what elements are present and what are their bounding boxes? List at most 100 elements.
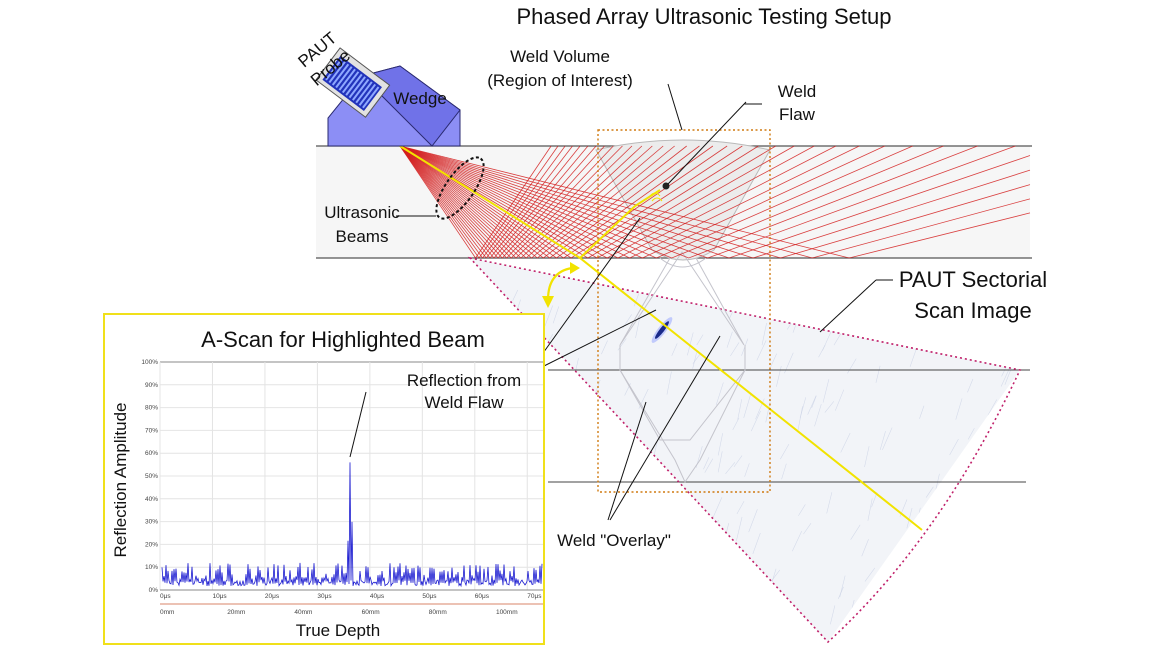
scan-noise [822, 379, 830, 403]
ascan-depth-tick: 60mm [362, 609, 380, 616]
scan-noise [572, 494, 579, 515]
ascan-signal [161, 462, 543, 588]
ascan-annotation-line1: Reflection from [407, 371, 521, 390]
scan-noise [864, 567, 876, 582]
scan-noise [1001, 538, 1007, 553]
scan-noise [604, 607, 611, 629]
scan-noise [574, 574, 582, 592]
scan-noise [575, 610, 582, 634]
scan-noise [850, 524, 861, 540]
reflection-leader-a [527, 217, 641, 375]
weld-flaw-label-line2: Flaw [779, 105, 816, 124]
probe-element [355, 81, 373, 104]
scan-noise [725, 462, 736, 474]
scan-noise [970, 467, 976, 480]
scan-noise [880, 599, 886, 622]
paut-probe [315, 47, 391, 118]
beam-link-arrow-head-down [542, 296, 554, 308]
ascan-y-tick: 100% [141, 359, 158, 366]
scan-noise [552, 306, 560, 324]
scan-noise [1004, 367, 1012, 385]
scan-noise [811, 395, 817, 408]
scan-noise [846, 302, 854, 320]
ascan-y-tick: 50% [145, 473, 158, 480]
scan-noise [864, 446, 870, 468]
scan-noise [604, 452, 614, 471]
scan-noise [932, 530, 941, 548]
scan-noise [624, 597, 633, 621]
scan-noise [823, 297, 834, 316]
ascan-time-tick: 40μs [370, 593, 385, 600]
scan-noise [692, 352, 697, 369]
ascan-y-tick: 60% [145, 450, 158, 457]
scan-noise [703, 457, 710, 470]
weld-bevel [595, 139, 771, 261]
scan-noise [545, 393, 556, 408]
scan-noise [875, 365, 881, 383]
scan-noise [933, 628, 943, 642]
scan-noise [985, 479, 995, 500]
scan-noise [711, 497, 723, 520]
scan-noise [945, 583, 956, 605]
scan-noise [633, 293, 640, 307]
scan-noise [682, 279, 691, 294]
scan-noise [681, 594, 691, 618]
scan-noise [1008, 480, 1015, 496]
scan-noise [761, 322, 767, 346]
scan-noise [765, 610, 771, 626]
flaw-leader [667, 101, 747, 185]
scan-noise [746, 261, 753, 279]
scan-noise [819, 280, 827, 292]
scan-noise [611, 425, 617, 443]
probe-element [325, 58, 343, 81]
ascan-time-tick: 70μs [527, 593, 542, 600]
scan-noise [867, 498, 873, 521]
sectorial-label-line2: Scan Image [914, 298, 1031, 323]
scan-noise [717, 433, 723, 456]
scan-noise [837, 274, 846, 289]
scan-noise [581, 453, 589, 464]
scan-noise [1017, 378, 1020, 402]
scan-noise [737, 628, 748, 641]
scan-noise [632, 482, 640, 500]
scan-noise [548, 353, 557, 374]
scan-noise [546, 346, 556, 359]
ascan-y-tick: 40% [145, 496, 158, 503]
scan-noise [882, 427, 893, 450]
scan-noise [601, 340, 608, 355]
scan-noise [597, 610, 604, 627]
scan-noise [621, 620, 630, 633]
ascan-depth-tick: 80mm [429, 609, 447, 616]
scan-noise [624, 466, 630, 487]
scan-noise [748, 509, 758, 533]
highlighted-beam-reflection [579, 189, 661, 259]
scan-noise [1019, 416, 1020, 439]
scan-noise [725, 581, 734, 599]
weld-flaw-label-line1: Weld [778, 82, 816, 101]
weld-overlay-cap [659, 257, 707, 268]
scan-noise [710, 261, 716, 285]
scan-noise [967, 378, 974, 393]
scan-noise [704, 458, 714, 473]
scan-noise [603, 589, 611, 603]
diagram-title: Phased Array Ultrasonic Testing Setup [516, 4, 891, 29]
scan-noise [880, 298, 886, 321]
scan-noise [564, 262, 570, 273]
ascan-y-tick: 30% [145, 519, 158, 526]
scan-noise [803, 293, 812, 315]
scan-noise [704, 283, 713, 303]
scan-noise [879, 431, 886, 451]
scan-noise [963, 474, 969, 496]
scan-noise [937, 530, 947, 550]
scan-noise [807, 395, 817, 415]
scan-noise [544, 516, 553, 541]
scan-noise [634, 637, 640, 642]
wedge-label: Wedge [393, 89, 447, 108]
ascan-y-tick: 80% [145, 405, 158, 412]
scan-noise [988, 574, 998, 594]
scan-noise [1016, 630, 1020, 642]
scan-noise [687, 332, 694, 356]
scan-noise [906, 508, 913, 529]
scan-noise [944, 528, 953, 551]
